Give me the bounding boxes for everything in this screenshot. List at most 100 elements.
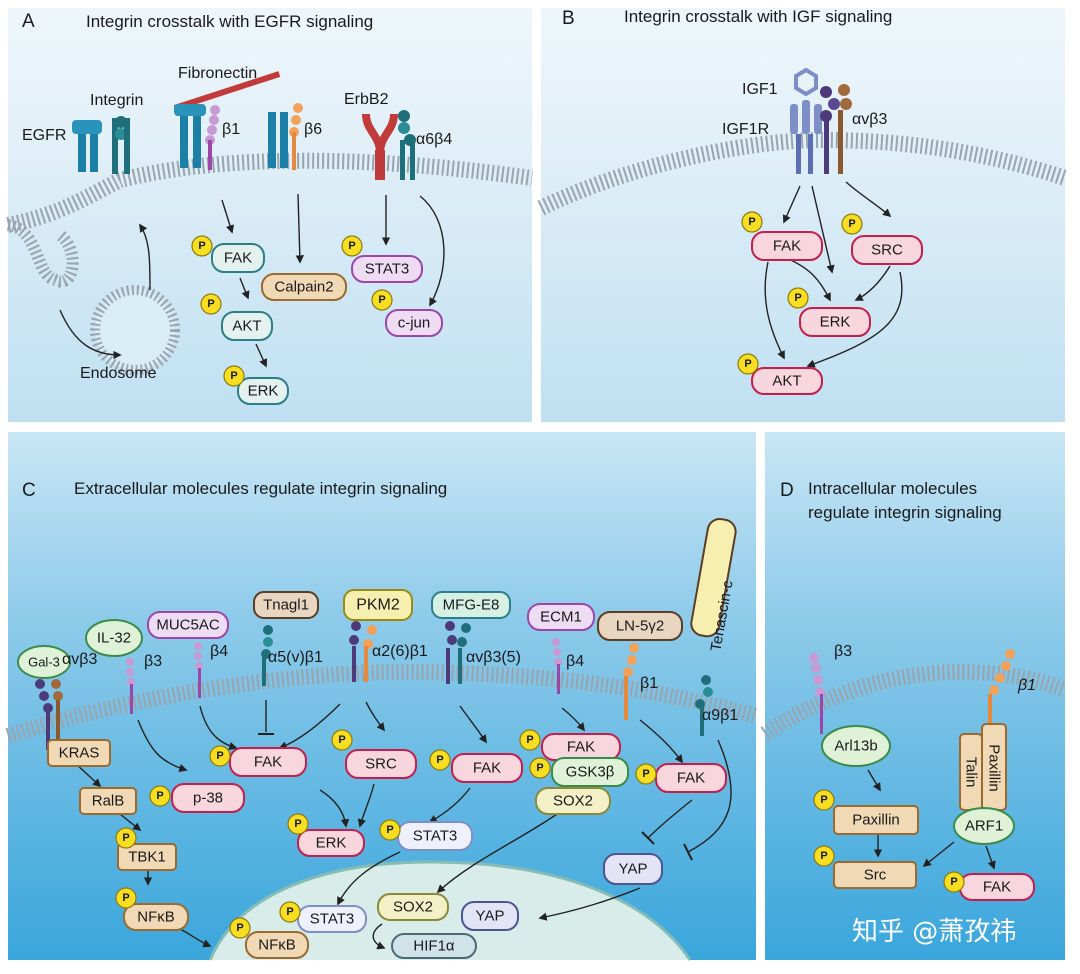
b4-label-c2: β4 <box>566 653 584 670</box>
svg-text:FAK: FAK <box>677 770 705 787</box>
membrane-invagination <box>6 219 79 288</box>
svg-text:FAK: FAK <box>567 739 595 756</box>
svg-text:P: P <box>236 922 243 934</box>
membrane-b <box>537 131 1068 216</box>
a9b1-integrin <box>695 675 713 736</box>
svg-text:FAK: FAK <box>983 879 1011 896</box>
svg-text:STAT3: STAT3 <box>413 828 457 845</box>
arf1-node: ARF1 <box>953 807 1015 845</box>
svg-text:SRC: SRC <box>365 756 397 773</box>
integrin-label: Integrin <box>90 92 143 109</box>
egfr-label: EGFR <box>22 127 66 144</box>
svg-text:Paxillin: Paxillin <box>852 812 900 829</box>
svg-text:LN-5γ2: LN-5γ2 <box>616 618 664 635</box>
svg-text:AKT: AKT <box>232 318 261 335</box>
b4-label-c1: β4 <box>210 643 228 660</box>
arl13b-node: Arl13b <box>821 725 891 767</box>
svg-text:Tnagl1: Tnagl1 <box>263 597 309 614</box>
nfkb-node-nucleus: NFκB P <box>229 917 309 959</box>
svg-text:P: P <box>386 824 393 836</box>
watermark: 知乎 @萧孜祎 <box>852 917 1016 947</box>
akt-node-b: AKT P <box>737 353 823 395</box>
a26b1-label: α2(6)β1 <box>372 643 428 660</box>
svg-text:P: P <box>286 906 293 918</box>
panel-d: D Intracellular molecules regulate integ… <box>760 479 1068 947</box>
panel-b-letter: B <box>562 8 575 29</box>
svg-text:P: P <box>348 240 355 252</box>
yap-node-nucleus: YAP <box>461 901 519 931</box>
avb3-integrin-c <box>35 679 63 750</box>
svg-text:c-jun: c-jun <box>398 315 431 332</box>
svg-text:ERK: ERK <box>316 835 347 852</box>
avb3-label-b: αvβ3 <box>852 111 887 128</box>
svg-text:P: P <box>744 358 751 370</box>
erk-node-b: ERK P <box>787 287 871 337</box>
svg-text:ECM1: ECM1 <box>540 609 582 626</box>
svg-text:P: P <box>230 370 237 382</box>
panel-a: A Integrin crosstalk with EGFR signaling… <box>6 11 534 405</box>
endosome-vesicle <box>90 285 180 375</box>
svg-text:STAT3: STAT3 <box>310 911 354 928</box>
svg-text:Src: Src <box>864 867 887 884</box>
erbb2-label: ErbB2 <box>344 91 389 108</box>
panel-a-background <box>8 8 532 422</box>
b1-integrin-d <box>988 649 1015 734</box>
tnagl1-ligand: Tnagl1 <box>253 591 319 619</box>
panel-d-title-line1: Intracellular molecules <box>808 479 977 498</box>
svg-text:Arl13b: Arl13b <box>834 738 877 755</box>
svg-text:ERK: ERK <box>820 314 851 331</box>
svg-text:p-38: p-38 <box>193 790 223 807</box>
svg-text:P: P <box>207 298 214 310</box>
svg-text:P: P <box>748 216 755 228</box>
panel-c-title: Extracellular molecules regulate integri… <box>74 479 447 498</box>
svg-text:P: P <box>156 790 163 802</box>
paxillin-rod: Paxillin <box>981 723 1007 811</box>
gal3-ligand: Gal-3 <box>17 645 71 679</box>
muc5ac-ligand: MUC5AC <box>147 611 229 639</box>
fibronectin-label: Fibronectin <box>178 65 257 82</box>
svg-text:P: P <box>294 818 301 830</box>
svg-text:NFκB: NFκB <box>258 937 296 954</box>
panel-b-title: Integrin crosstalk with IGF signaling <box>624 7 892 26</box>
svg-text:P: P <box>848 218 855 230</box>
svg-text:MFG-E8: MFG-E8 <box>443 597 500 614</box>
svg-text:NFκB: NFκB <box>137 909 175 926</box>
avb3-label-c: αvβ3 <box>62 651 97 668</box>
b3-integrin-d <box>809 653 825 734</box>
avb35-label: αvβ3(5) <box>466 649 521 666</box>
pkm2-ligand: PKM2 <box>343 589 413 621</box>
a9b1-label: α9β1 <box>702 707 738 724</box>
svg-text:P: P <box>950 876 957 888</box>
svg-text:P: P <box>198 240 205 252</box>
avb35-integrin <box>445 621 471 684</box>
svg-text:ARF1: ARF1 <box>965 818 1003 835</box>
yap-node-c: YAP <box>603 853 663 885</box>
b1-label-a: β1 <box>222 121 240 138</box>
mfge8-ligand: MFG-E8 <box>431 591 511 619</box>
svg-text:P: P <box>122 892 129 904</box>
svg-text:YAP: YAP <box>619 861 648 878</box>
fak-node-d: FAK P <box>943 871 1035 901</box>
a5vb1-label: α5(v)β1 <box>268 649 323 666</box>
b3-label-d: β3 <box>834 643 852 660</box>
akt-node-a: AKT P <box>200 293 273 341</box>
membrane-c <box>5 663 759 744</box>
svg-text:FAK: FAK <box>473 760 501 777</box>
svg-text:SOX2: SOX2 <box>393 899 433 916</box>
b6-label: β6 <box>304 121 322 138</box>
erk-node-a: ERK P <box>223 365 289 405</box>
hif1a-node: HIF1α <box>391 933 477 959</box>
ecm1-ligand: ECM1 <box>527 603 595 631</box>
panel-b-background <box>541 8 1065 422</box>
ralb-node: RalB <box>79 787 137 815</box>
svg-text:Talin: Talin <box>963 757 980 788</box>
igf1r-label: IGF1R <box>722 121 769 138</box>
talin-rod: Talin <box>959 733 983 811</box>
svg-text:SRC: SRC <box>871 242 903 259</box>
stat3-node-c: STAT3 P <box>379 819 473 851</box>
fibronectin-fiber <box>173 71 281 111</box>
